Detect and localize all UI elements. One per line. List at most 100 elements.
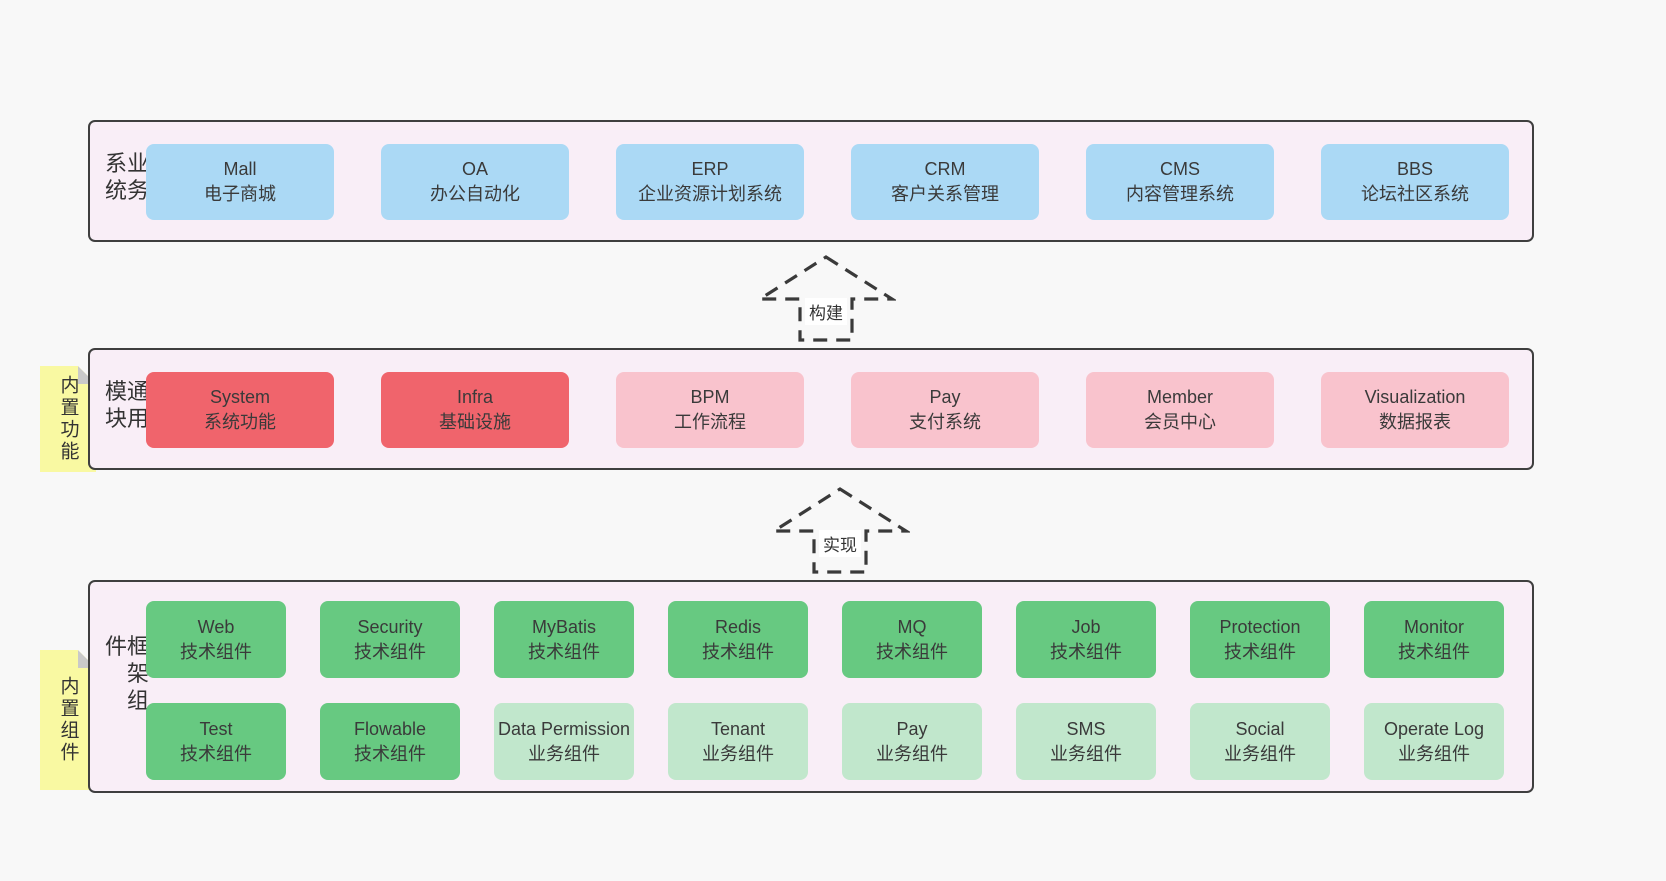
box-desc: 论坛社区系统 bbox=[1361, 184, 1469, 204]
box-name: Redis bbox=[714, 616, 762, 637]
box-desc: 数据报表 bbox=[1379, 412, 1451, 432]
box-desc: 业务组件 bbox=[528, 743, 600, 764]
box-name: Pay bbox=[896, 718, 928, 739]
box-name: Mall bbox=[223, 159, 257, 180]
sticky-note-label: 内置功能 bbox=[57, 375, 79, 463]
box-name: MyBatis bbox=[531, 616, 596, 637]
diagram-box-system: System 系统功能 bbox=[146, 372, 334, 448]
diagram-box-cms: CMS 内容管理系统 bbox=[1086, 144, 1274, 220]
diagram-box-web: Web 技术组件 bbox=[146, 601, 286, 678]
diagram-box-mq: MQ 技术组件 bbox=[842, 601, 982, 678]
diagram-box-oa: OA 办公自动化 bbox=[381, 144, 569, 220]
box-desc: 技术组件 bbox=[1050, 641, 1122, 662]
build-arrow-icon: 构建 bbox=[756, 254, 896, 344]
box-name: Data Permission bbox=[497, 718, 631, 739]
diagram-box-bbs: BBS 论坛社区系统 bbox=[1321, 144, 1509, 220]
box-name: Infra bbox=[456, 387, 494, 408]
box-desc: 业务组件 bbox=[1224, 743, 1296, 764]
layer-side-label: 通用模块 bbox=[102, 379, 149, 434]
diagram-box-security: Security 技术组件 bbox=[320, 601, 460, 678]
box-name: BPM bbox=[690, 387, 730, 408]
layer-business-systems: 业务系统 Mall 电子商城 OA 办公自动化 ERP 企业资源计划系统 CRM 客户关系管理… bbox=[88, 120, 1534, 242]
layer-common-modules: 通用模块 System 系统功能 Infra 基础设施 BPM 工作流程 Pay 支付系统 Me… bbox=[88, 348, 1534, 470]
box-desc: 技术组件 bbox=[180, 743, 252, 764]
diagram-box-visualization: Visualization 数据报表 bbox=[1321, 372, 1509, 448]
implement-arrow-icon: 实现 bbox=[770, 486, 910, 576]
box-desc: 技术组件 bbox=[528, 641, 600, 662]
box-desc: 技术组件 bbox=[876, 641, 948, 662]
diagram-box-social: Social 业务组件 bbox=[1190, 703, 1330, 780]
box-desc: 会员中心 bbox=[1144, 412, 1216, 432]
box-name: Tenant bbox=[710, 718, 766, 739]
business-box-row: Mall 电子商城 OA 办公自动化 ERP 企业资源计划系统 CRM 客户关系管理 CMS 内容… bbox=[146, 144, 1509, 220]
box-name: CMS bbox=[1160, 159, 1200, 180]
box-desc: 技术组件 bbox=[702, 641, 774, 662]
box-desc: 企业资源计划系统 bbox=[638, 184, 782, 204]
box-name: Monitor bbox=[1403, 616, 1465, 637]
diagram-box-redis: Redis 技术组件 bbox=[668, 601, 808, 678]
diagram-box-crm: CRM 客户关系管理 bbox=[851, 144, 1039, 220]
box-name: ERP bbox=[691, 159, 729, 180]
diagram-box-infra: Infra 基础设施 bbox=[381, 372, 569, 448]
diagram-box-monitor: Monitor 技术组件 bbox=[1364, 601, 1504, 678]
box-desc: 技术组件 bbox=[180, 641, 252, 662]
box-name: BBS bbox=[1396, 159, 1434, 180]
diagram-box-tenant: Tenant 业务组件 bbox=[668, 703, 808, 780]
modules-box-row: System 系统功能 Infra 基础设施 BPM 工作流程 Pay 支付系统 Member 会… bbox=[146, 372, 1509, 448]
box-desc: 办公自动化 bbox=[430, 184, 520, 204]
box-desc: 技术组件 bbox=[354, 743, 426, 764]
diagram-box-member: Member 会员中心 bbox=[1086, 372, 1274, 448]
box-name: Test bbox=[199, 718, 233, 739]
box-desc: 系统功能 bbox=[204, 412, 276, 432]
layer-side-label: 业务系统 bbox=[102, 151, 149, 206]
box-name: Pay bbox=[929, 387, 961, 408]
diagram-box-mybatis: MyBatis 技术组件 bbox=[494, 601, 634, 678]
box-desc: 支付系统 bbox=[909, 412, 981, 432]
box-desc: 技术组件 bbox=[354, 641, 426, 662]
box-name: OA bbox=[461, 159, 488, 180]
sticky-note-builtin-components: 内置组件 bbox=[40, 650, 96, 790]
box-desc: 电子商城 bbox=[204, 184, 276, 204]
sticky-note-label: 内置组件 bbox=[57, 676, 79, 764]
box-name: Web bbox=[197, 616, 235, 637]
box-name: Protection bbox=[1219, 616, 1301, 637]
diagram-box-sms: SMS 业务组件 bbox=[1016, 703, 1156, 780]
box-name: Member bbox=[1146, 387, 1213, 408]
diagram-box-pay: Pay 支付系统 bbox=[851, 372, 1039, 448]
build-arrow-label: 构建 bbox=[805, 298, 847, 325]
box-desc: 技术组件 bbox=[1398, 641, 1470, 662]
box-name: Social bbox=[1235, 718, 1285, 739]
box-desc: 业务组件 bbox=[876, 743, 948, 764]
box-name: System bbox=[209, 387, 270, 408]
diagram-box-mall: Mall 电子商城 bbox=[146, 144, 334, 220]
box-name: SMS bbox=[1066, 718, 1106, 739]
layer-side-label: 框架组件 bbox=[102, 634, 149, 716]
diagram-box-erp: ERP 企业资源计划系统 bbox=[616, 144, 804, 220]
diagram-box-data-permission: Data Permission 业务组件 bbox=[494, 703, 634, 780]
box-name: CRM bbox=[924, 159, 966, 180]
box-desc: 工作流程 bbox=[674, 412, 746, 432]
diagram-box-pay: Pay 业务组件 bbox=[842, 703, 982, 780]
box-desc: 业务组件 bbox=[1050, 743, 1122, 764]
box-name: Operate Log bbox=[1383, 718, 1485, 739]
sticky-note-builtin-features: 内置功能 bbox=[40, 366, 96, 472]
implement-arrow-label: 实现 bbox=[819, 530, 861, 557]
box-name: Visualization bbox=[1364, 387, 1466, 408]
box-desc: 业务组件 bbox=[1398, 743, 1470, 764]
box-desc: 业务组件 bbox=[702, 743, 774, 764]
box-desc: 内容管理系统 bbox=[1126, 184, 1234, 204]
diagram-box-operate-log: Operate Log 业务组件 bbox=[1364, 703, 1504, 780]
box-desc: 客户关系管理 bbox=[891, 184, 999, 204]
diagram-box-bpm: BPM 工作流程 bbox=[616, 372, 804, 448]
diagram-box-test: Test 技术组件 bbox=[146, 703, 286, 780]
box-name: Security bbox=[357, 616, 423, 637]
box-name: MQ bbox=[897, 616, 927, 637]
box-desc: 基础设施 bbox=[439, 412, 511, 432]
